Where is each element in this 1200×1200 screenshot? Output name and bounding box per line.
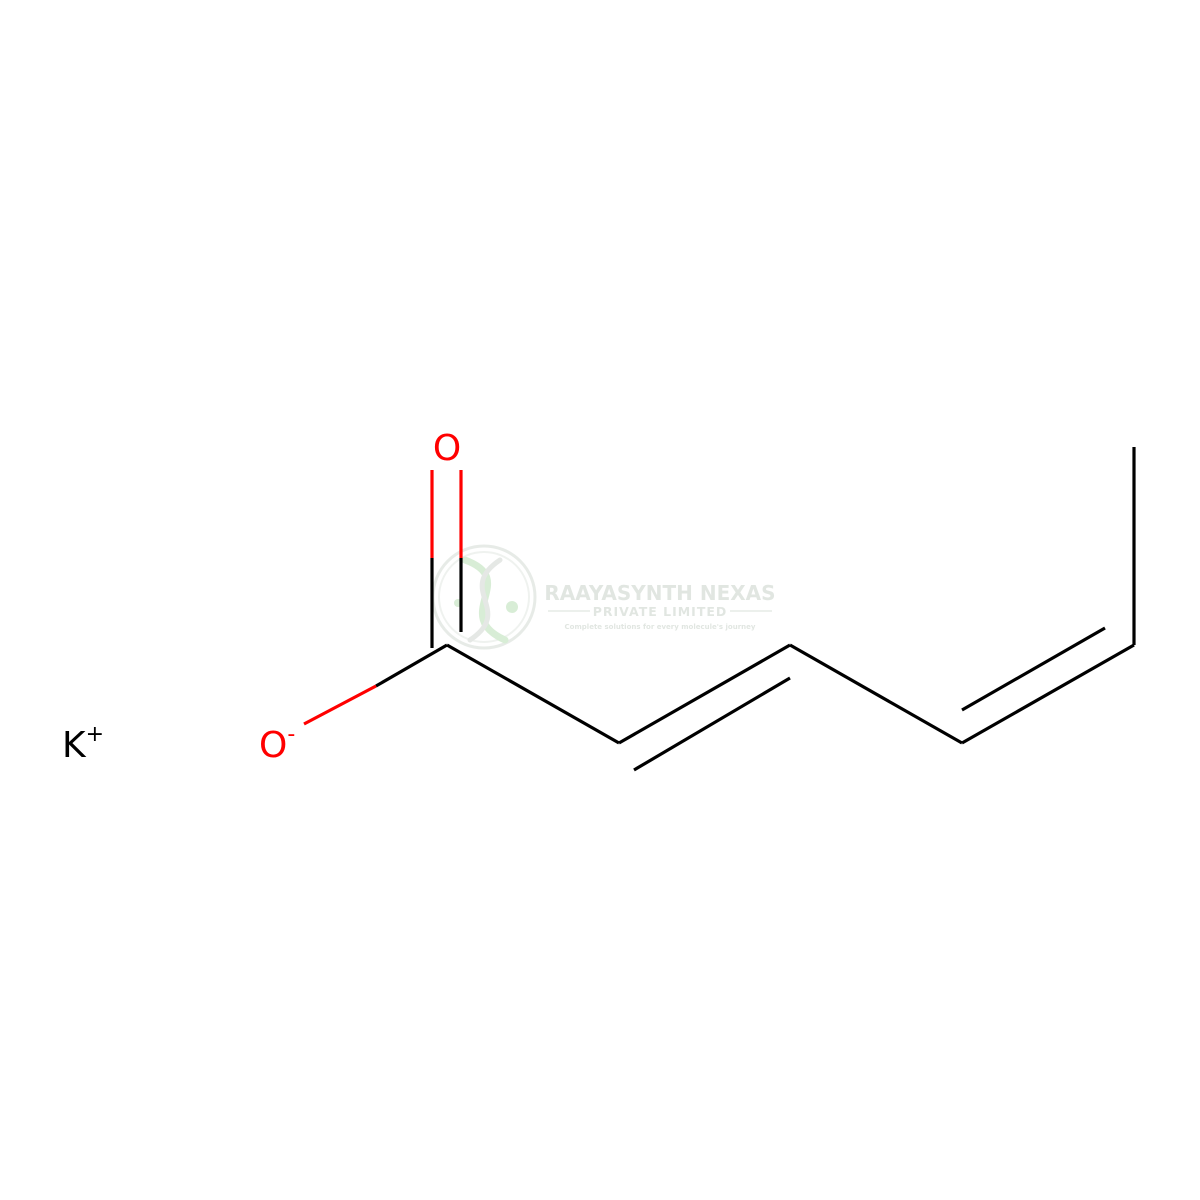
- watermark-subtitle: PRIVATE LIMITED: [593, 604, 728, 619]
- atom-potassium-charge: +: [86, 722, 104, 747]
- bond-c2-c3: [618, 643, 791, 745]
- atom-potassium-cation: K+: [62, 722, 104, 766]
- atom-potassium-symbol: K: [62, 725, 87, 766]
- watermark-tagline: Complete solutions for every molecule's …: [565, 623, 756, 631]
- bonds: [303, 447, 1136, 772]
- atom-oxygen-anion-charge: -: [287, 722, 295, 747]
- bond-c3-c4: [789, 643, 963, 745]
- dna-helix-icon: [431, 544, 537, 650]
- atom-oxygen-anion-symbol: O: [259, 725, 287, 766]
- bond-c1-c2: [446, 643, 620, 745]
- bond-c4-c5: [961, 643, 1135, 745]
- bond-c4-c5-inner: [961, 626, 1106, 712]
- bond-c1-o-black: [375, 643, 448, 688]
- atom-oxygen-anion: O-: [259, 722, 295, 766]
- atom-labels: O O- K+: [62, 428, 461, 766]
- bond-c2-c3-inner: [633, 676, 791, 772]
- watermark: RAAYASYNTH NEXAS PRIVATE LIMITED Complet…: [431, 544, 776, 650]
- watermark-company: RAAYASYNTH NEXAS: [544, 581, 775, 605]
- atom-oxygen-carbonyl: O: [433, 428, 461, 469]
- bond-c1-o-red: [303, 684, 377, 726]
